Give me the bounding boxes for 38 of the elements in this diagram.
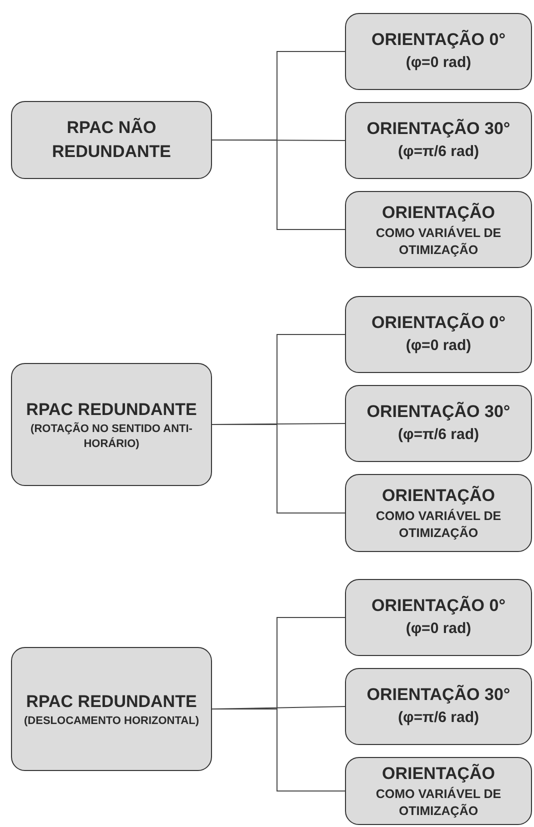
box-title: RPAC REDUNDANTE bbox=[26, 690, 197, 712]
box-title: ORIENTAÇÃO 0° bbox=[372, 594, 506, 618]
box-title: ORIENTAÇÃO bbox=[382, 202, 495, 224]
box-title: ORIENTAÇÃO bbox=[382, 762, 495, 785]
box-title: ORIENTAÇÃO 30° bbox=[366, 118, 510, 140]
box-subtitle: COMO VARIÁVEL DE OTIMIZAÇÃO bbox=[374, 224, 502, 258]
connector-line bbox=[212, 424, 346, 514]
rounded-box bbox=[345, 102, 532, 179]
box-title: RPAC REDUNDANTE bbox=[26, 398, 197, 420]
rounded-box bbox=[345, 13, 532, 90]
box-title: RPAC NÃO REDUNDANTE bbox=[51, 116, 172, 163]
box-title: ORIENTAÇÃO 30° bbox=[366, 400, 510, 424]
rounded-box bbox=[345, 191, 532, 268]
box-subtitle: COMO VARIÁVEL DE OTIMIZAÇÃO bbox=[374, 508, 502, 542]
box-subtitle: (φ=π/6 rad) bbox=[398, 142, 479, 162]
box-subtitle: (φ=π/6 rad) bbox=[398, 425, 479, 446]
box-subtitle: (ROTAÇÃO NO SENTIDO ANTI-HORÁRIO) bbox=[30, 422, 194, 452]
rounded-box bbox=[11, 363, 212, 486]
box-subtitle: (φ=0 rad) bbox=[406, 53, 472, 74]
connector-line bbox=[212, 140, 346, 230]
connector-line bbox=[212, 708, 346, 792]
rounded-box bbox=[345, 385, 532, 462]
rounded-box bbox=[345, 757, 532, 825]
rounded-box bbox=[345, 474, 532, 552]
box-title: ORIENTAÇÃO 30° bbox=[366, 684, 510, 706]
box-subtitle: COMO VARIÁVEL DE OTIMIZAÇÃO bbox=[374, 786, 502, 820]
rounded-box bbox=[345, 579, 532, 656]
rounded-box bbox=[11, 647, 212, 771]
box-title: ORIENTAÇÃO 0° bbox=[372, 28, 506, 52]
box-subtitle: (φ=0 rad) bbox=[406, 336, 472, 356]
box-subtitle: (DESLOCAMENTO HORIZONTAL) bbox=[24, 714, 199, 728]
box-title: ORIENTAÇÃO bbox=[382, 484, 495, 507]
box-title: ORIENTAÇÃO 0° bbox=[372, 312, 506, 334]
rounded-box bbox=[345, 296, 532, 373]
box-subtitle: (φ=0 rad) bbox=[406, 619, 472, 640]
rounded-box bbox=[11, 101, 212, 179]
rounded-box bbox=[345, 668, 532, 745]
box-subtitle: (φ=π/6 rad) bbox=[398, 708, 479, 728]
